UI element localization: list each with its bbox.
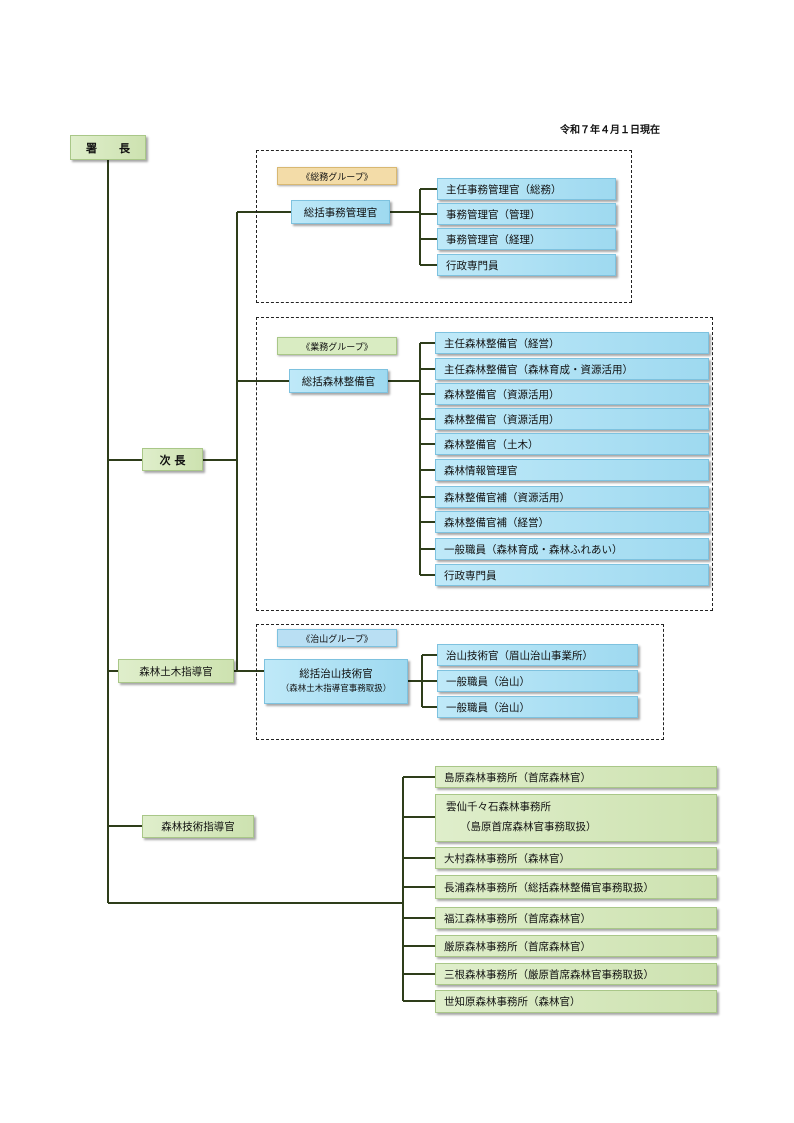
- office-omura: 大村森林事務所（森林官）: [435, 847, 717, 869]
- forest-technology-advisor-box: 森林技術指導官: [142, 815, 254, 838]
- operations-member-6: 森林情報管理官: [435, 459, 709, 481]
- erosion-control-member-2: 一般職員（治山）: [437, 670, 638, 692]
- operations-head-box: 総括森林整備官: [289, 369, 388, 393]
- general-affairs-group-frame: [256, 150, 632, 303]
- erosion-control-head-box: 総括治山技術官 （森林土木指導官事務取扱）: [264, 659, 408, 704]
- operations-group-label: 《業務グループ》: [277, 337, 397, 355]
- deputy-box: 次 長: [142, 448, 203, 471]
- general-affairs-member-3: 事務管理官（経理）: [437, 228, 616, 250]
- erosion-control-head-note: （森林土木指導官事務取扱）: [280, 684, 392, 694]
- general-affairs-member-2: 事務管理官（管理）: [437, 203, 616, 225]
- operations-member-7: 森林整備官補（資源活用）: [435, 486, 709, 508]
- operations-member-2: 主任森林整備官（森林育成・資源活用）: [435, 358, 709, 380]
- office-unzen-chijiwa: 雲仙千々石森林事務所 （島原首席森林官事務取扱）: [435, 794, 717, 842]
- office-fukue: 福江森林事務所（首席森林官）: [435, 907, 717, 929]
- chief-box: 署 長: [70, 135, 146, 160]
- operations-member-1: 主任森林整備官（経営）: [435, 332, 709, 354]
- operations-member-5: 森林整備官（土木）: [435, 433, 709, 455]
- office-shimabara: 島原森林事務所（首席森林官）: [435, 766, 717, 788]
- erosion-control-head-title: 総括治山技術官: [299, 668, 373, 681]
- as-of-date: 令和７年４月１日現在: [560, 125, 660, 136]
- operations-member-10: 行政専門員: [435, 564, 709, 586]
- office-izuhara: 厳原森林事務所（首席森林官）: [435, 935, 717, 957]
- operations-member-8: 森林整備官補（経営）: [435, 511, 709, 533]
- operations-member-3: 森林整備官（資源活用）: [435, 383, 709, 405]
- office-unzen-chijiwa-name: 雲仙千々石森林事務所: [446, 801, 551, 814]
- office-nagaura: 長浦森林事務所（総括森林整備官事務取扱）: [435, 875, 717, 899]
- general-affairs-head-box: 総括事務管理官: [291, 200, 390, 224]
- erosion-control-member-3: 一般職員（治山）: [437, 696, 638, 718]
- office-unzen-chijiwa-note: （島原首席森林官事務取扱）: [460, 821, 597, 833]
- erosion-control-group-label: 《治山グループ》: [277, 629, 397, 647]
- erosion-control-group-frame: [256, 624, 664, 740]
- forest-engineering-advisor-box: 森林土木指導官: [118, 659, 234, 683]
- operations-member-4: 森林整備官（資源活用）: [435, 408, 709, 430]
- office-sechibaru: 世知原森林事務所（森林官）: [435, 990, 717, 1013]
- general-affairs-member-1: 主任事務管理官（総務）: [437, 178, 616, 200]
- general-affairs-group-label: 《総務グループ》: [277, 167, 397, 185]
- general-affairs-member-4: 行政専門員: [437, 254, 616, 276]
- operations-member-9: 一般職員（森林育成・森林ふれあい）: [435, 538, 709, 560]
- erosion-control-member-1: 治山技術官（眉山治山事業所）: [437, 644, 638, 666]
- office-mine: 三根森林事務所（厳原首席森林官事務取扱）: [435, 963, 717, 985]
- operations-group-frame: [256, 317, 713, 611]
